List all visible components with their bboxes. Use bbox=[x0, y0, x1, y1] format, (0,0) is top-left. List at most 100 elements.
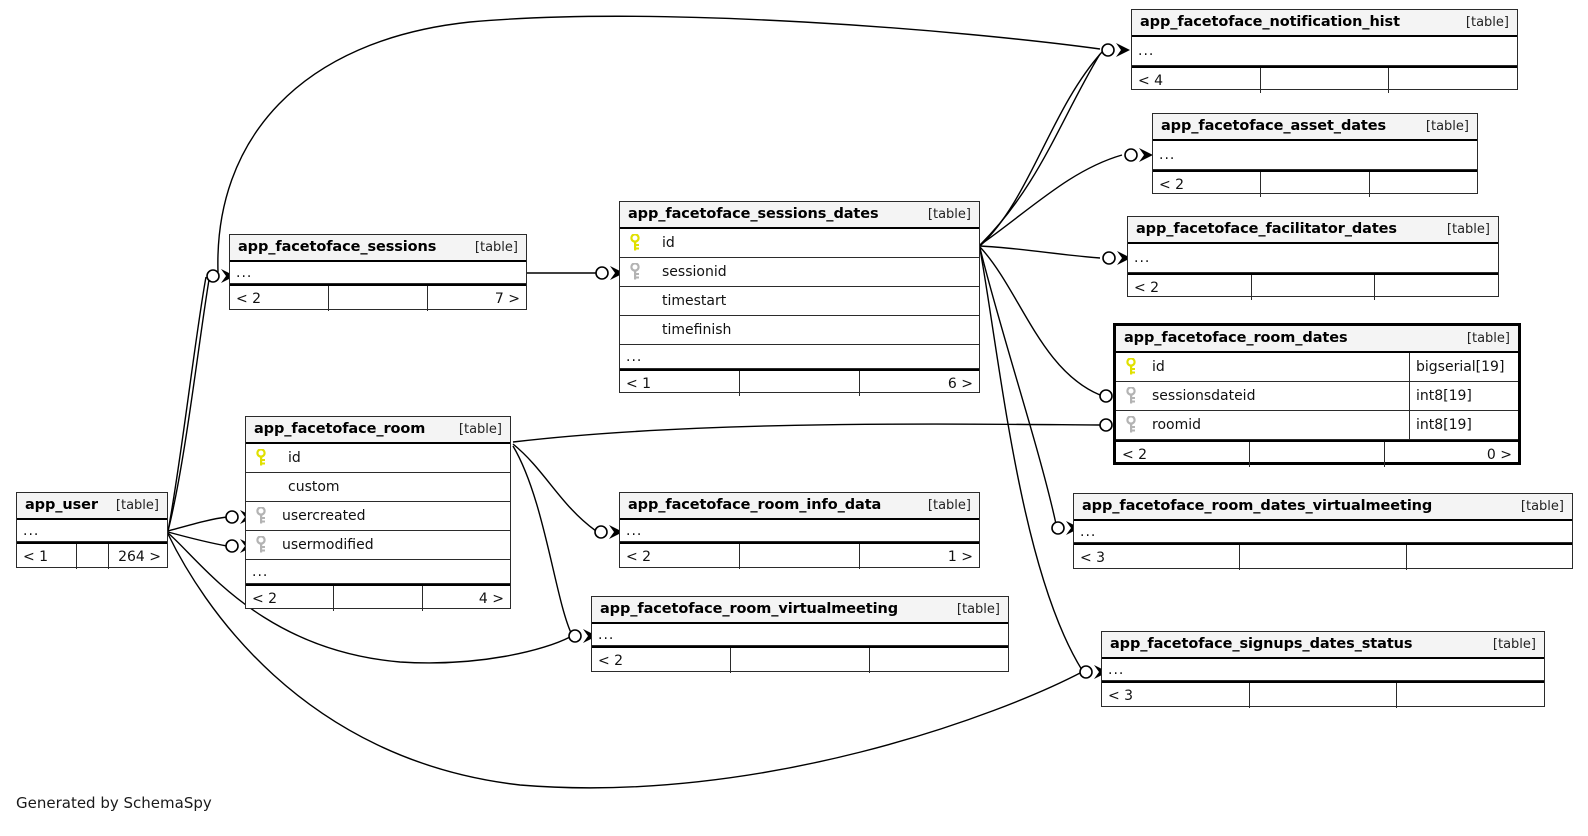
table-type-tag: [table] bbox=[1492, 636, 1536, 652]
table-app_facetoface_notification_hist[interactable]: app_facetoface_notification_hist [table]… bbox=[1131, 9, 1518, 93]
ellipsis-text: ... bbox=[1108, 661, 1125, 678]
ellipsis-text: ... bbox=[252, 563, 269, 580]
table-type-tag: [table] bbox=[1520, 498, 1564, 514]
table-footer: < 4 bbox=[1132, 66, 1517, 93]
primary-key-icon bbox=[1116, 358, 1146, 376]
table-app_facetoface_room_info_data[interactable]: app_facetoface_room_info_data [table] ..… bbox=[619, 492, 980, 569]
footer-cell-left: < 2 bbox=[620, 544, 740, 569]
table-footer: < 1 6 > bbox=[620, 369, 979, 396]
table-app_facetoface_facilitator_dates[interactable]: app_facetoface_facilitator_dates [table]… bbox=[1127, 216, 1499, 300]
table-footer: < 2 bbox=[1128, 273, 1498, 300]
table-title: app_facetoface_asset_dates bbox=[1161, 118, 1387, 134]
table-header: app_facetoface_room_virtualmeeting [tabl… bbox=[592, 597, 1008, 624]
column-row[interactable]: custom bbox=[246, 473, 510, 502]
edge-sessionsdates-room-dates-vm bbox=[979, 247, 1057, 525]
table-title: app_facetoface_room bbox=[254, 421, 426, 437]
column-row[interactable]: id bbox=[620, 229, 979, 258]
foreign-key-icon bbox=[246, 507, 276, 525]
footer-cell-right: 0 > bbox=[1486, 446, 1512, 463]
table-footer: < 3 bbox=[1102, 681, 1544, 708]
edge-room-room-info-data bbox=[512, 443, 597, 532]
footer-cell-left: < 1 bbox=[620, 371, 740, 396]
table-app_facetoface_sessions_dates[interactable]: app_facetoface_sessions_dates [table] id… bbox=[619, 201, 980, 396]
table-type-tag: [table] bbox=[927, 497, 971, 513]
footer-cell-right bbox=[1389, 68, 1517, 93]
table-header: app_facetoface_room [table] bbox=[246, 417, 510, 444]
column-name: id bbox=[288, 450, 301, 466]
table-header: app_facetoface_facilitator_dates [table] bbox=[1128, 217, 1498, 244]
column-name: custom bbox=[288, 479, 340, 495]
table-app_facetoface_room_virtualmeeting[interactable]: app_facetoface_room_virtualmeeting [tabl… bbox=[591, 596, 1009, 673]
footer-cell-right: 6 > bbox=[947, 375, 973, 392]
table-type-tag: [table] bbox=[927, 206, 971, 222]
footer-cell-mid bbox=[329, 286, 428, 311]
table-title: app_facetoface_room_info_data bbox=[628, 497, 882, 513]
table-type-tag: [table] bbox=[474, 239, 518, 255]
column-name: id bbox=[1152, 359, 1165, 375]
column-row[interactable]: usermodified bbox=[246, 531, 510, 560]
table-title: app_facetoface_sessions_dates bbox=[628, 206, 879, 222]
foreign-key-icon bbox=[620, 263, 650, 281]
table-footer: < 2 bbox=[1153, 170, 1477, 197]
column-row[interactable]: usercreated bbox=[246, 502, 510, 531]
edge-room-room-dates bbox=[512, 423, 1101, 443]
column-row[interactable]: roomid int8[19] bbox=[1116, 411, 1518, 440]
table-header: app_facetoface_sessions [table] bbox=[230, 235, 526, 262]
column-name: usercreated bbox=[282, 508, 366, 524]
column-name: roomid bbox=[1152, 417, 1201, 433]
ellipsis-text: ... bbox=[236, 264, 253, 281]
column-type: int8[19] bbox=[1409, 411, 1518, 439]
ellipsis-text: ... bbox=[626, 522, 643, 539]
edge-sessionsdates-notification-hist-2 bbox=[979, 51, 1103, 247]
footer-cell-right bbox=[1407, 545, 1572, 570]
ellipsis-row: ... bbox=[230, 262, 526, 284]
table-title: app_facetoface_facilitator_dates bbox=[1136, 221, 1397, 237]
table-app_facetoface_sessions[interactable]: app_facetoface_sessions [table] ... < 2 … bbox=[229, 234, 527, 311]
column-row[interactable]: timefinish bbox=[620, 316, 979, 345]
column-name: timestart bbox=[662, 293, 727, 309]
footer-cell-left: < 4 bbox=[1132, 68, 1261, 93]
table-header: app_facetoface_asset_dates [table] bbox=[1153, 114, 1477, 141]
column-type: bigserial[19] bbox=[1409, 353, 1518, 381]
column-row[interactable]: sessionsdateid int8[19] bbox=[1116, 382, 1518, 411]
table-title: app_facetoface_room_dates_virtualmeeting bbox=[1082, 498, 1433, 514]
table-app_facetoface_signups_dates_status[interactable]: app_facetoface_signups_dates_status [tab… bbox=[1101, 631, 1545, 708]
table-app_facetoface_room_dates_virtualmeeting[interactable]: app_facetoface_room_dates_virtualmeeting… bbox=[1073, 493, 1573, 570]
column-row[interactable]: timestart bbox=[620, 287, 979, 316]
primary-key-icon bbox=[620, 234, 650, 252]
edge-sessionsdates-asset-dates bbox=[979, 154, 1123, 246]
column-row[interactable]: sessionid bbox=[620, 258, 979, 287]
ellipsis-text: ... bbox=[626, 348, 643, 365]
table-header: app_facetoface_sessions_dates [table] bbox=[620, 202, 979, 229]
foreign-key-icon bbox=[1116, 387, 1146, 405]
table-app_facetoface_room[interactable]: app_facetoface_room [table] id custom us… bbox=[245, 416, 511, 611]
edge-room-room-virtualmeeting bbox=[512, 445, 573, 636]
table-header: app_facetoface_room_dates_virtualmeeting… bbox=[1074, 494, 1572, 521]
column-row[interactable]: id bbox=[246, 444, 510, 473]
table-app_facetoface_asset_dates[interactable]: app_facetoface_asset_dates [table] ... <… bbox=[1152, 113, 1478, 197]
ellipsis-row: ... bbox=[1128, 244, 1498, 273]
footer-cell-right: 264 > bbox=[118, 548, 161, 565]
edge-sessionsdates-room-dates bbox=[979, 246, 1101, 396]
column-name: timefinish bbox=[662, 322, 732, 338]
edge-user-room-usercreated bbox=[167, 516, 228, 532]
table-footer: < 2 7 > bbox=[230, 284, 526, 311]
table-app_facetoface_room_dates[interactable]: app_facetoface_room_dates [table] id big… bbox=[1113, 323, 1521, 467]
column-row[interactable]: id bigserial[19] bbox=[1116, 353, 1518, 382]
ellipsis-row: ... bbox=[620, 520, 979, 542]
footer-cell-mid bbox=[1250, 442, 1385, 467]
table-title: app_facetoface_room_dates bbox=[1124, 330, 1348, 346]
table-title: app_facetoface_room_virtualmeeting bbox=[600, 601, 898, 617]
ellipsis-text: ... bbox=[1134, 250, 1151, 266]
footer-cell-right: 1 > bbox=[947, 548, 973, 565]
table-footer: < 2 4 > bbox=[246, 584, 510, 611]
table-app_user[interactable]: app_user [table] ... < 1 264 > bbox=[16, 492, 168, 569]
table-footer: < 3 bbox=[1074, 543, 1572, 570]
footer-cell-left: < 1 bbox=[17, 544, 77, 569]
table-header: app_facetoface_room_info_data [table] bbox=[620, 493, 979, 520]
ellipsis-row: ... bbox=[1132, 37, 1517, 66]
foreign-key-icon bbox=[1116, 416, 1146, 434]
footer-cell-mid bbox=[740, 544, 860, 569]
table-type-tag: [table] bbox=[115, 497, 159, 513]
edge-user-room-usermodified bbox=[167, 531, 228, 547]
